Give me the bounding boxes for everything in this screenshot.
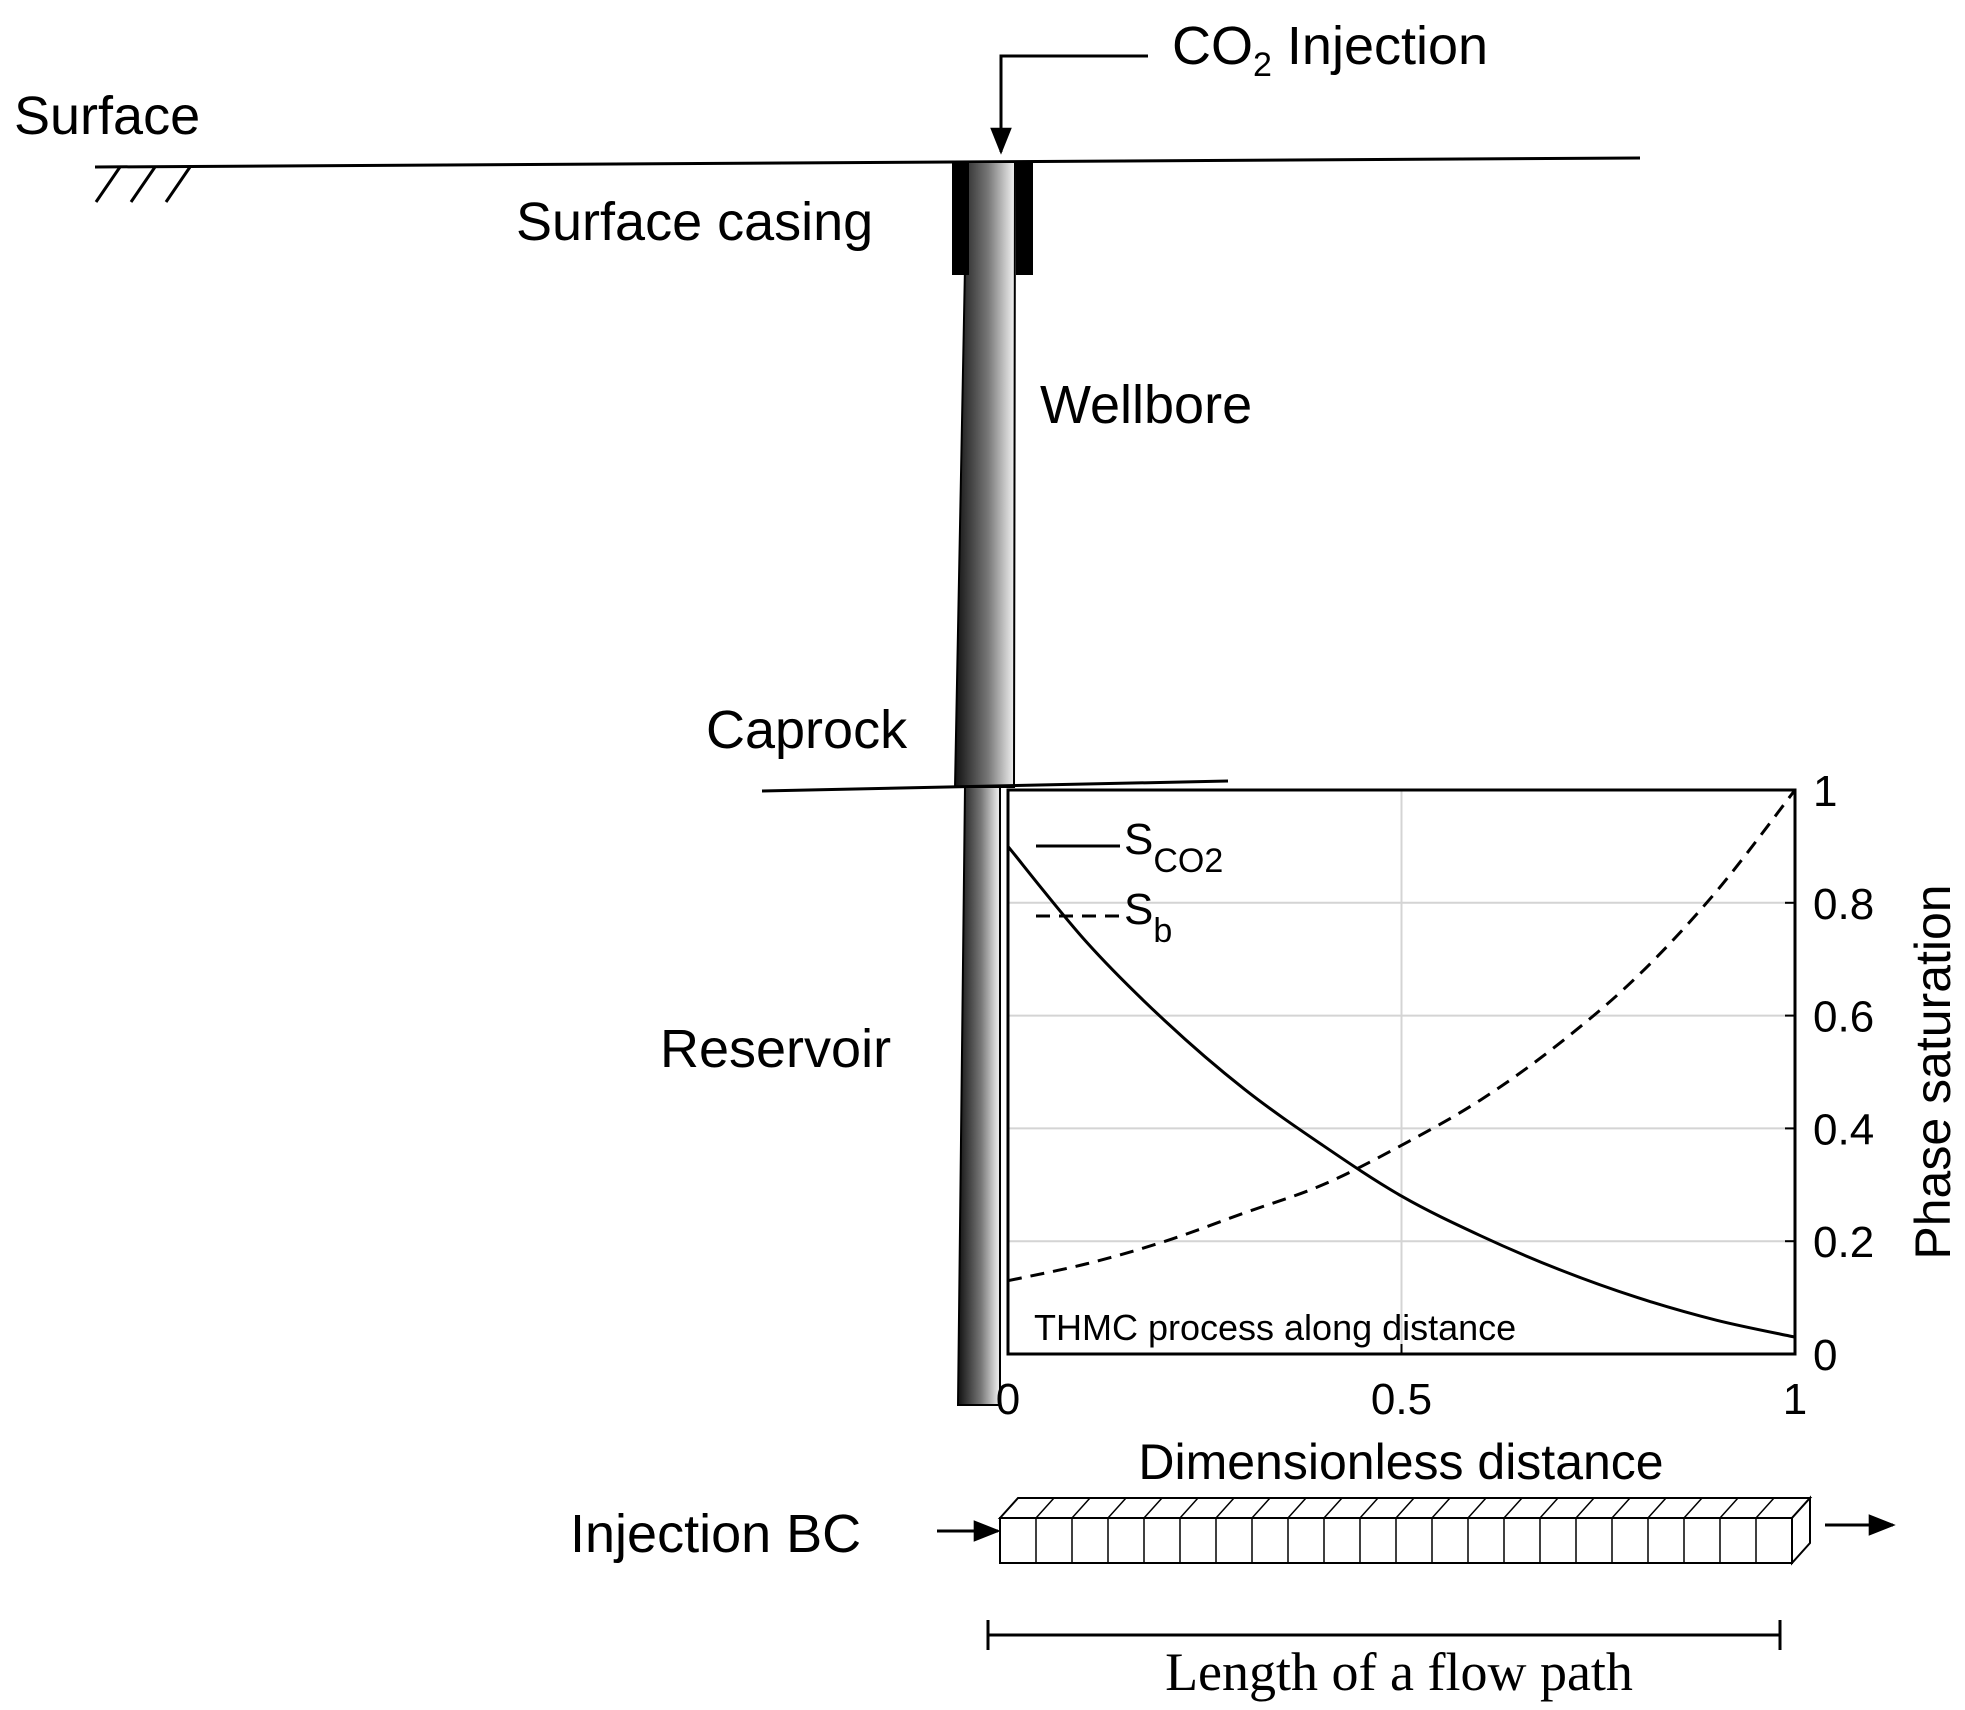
series-layer bbox=[1006, 789, 1797, 1339]
cell-divider-top bbox=[1179, 1497, 1199, 1519]
cell-divider-top bbox=[1359, 1497, 1379, 1519]
co2-rest: Injection bbox=[1272, 16, 1488, 76]
reservoir-label: Reservoir bbox=[660, 1019, 891, 1079]
flow-path-label: Length of a flow path bbox=[1165, 1642, 1633, 1702]
surface-casing-right bbox=[1016, 162, 1033, 275]
cell-divider-top bbox=[1539, 1497, 1559, 1519]
tick-marks bbox=[1007, 789, 1796, 1355]
ground-hatch-icon bbox=[94, 166, 192, 203]
surface-casing-label: Surface casing bbox=[516, 192, 873, 252]
cell-divider-top bbox=[1035, 1497, 1055, 1519]
y-tick-label: 0.4 bbox=[1813, 1105, 1874, 1154]
caprock-label: Caprock bbox=[706, 700, 908, 760]
co2-injection-label: CO2 Injection bbox=[1172, 16, 1488, 84]
legend-label-sb: Sb bbox=[1124, 885, 1172, 950]
y-tick-label: 0.2 bbox=[1813, 1218, 1874, 1267]
co2-main: CO bbox=[1172, 16, 1253, 76]
cell-divider-top bbox=[1071, 1497, 1091, 1519]
cell-divider-top bbox=[1611, 1497, 1631, 1519]
flow-path-grid bbox=[997, 1495, 1813, 1566]
x-tick-label: 0.5 bbox=[1371, 1375, 1432, 1424]
cell-divider-top bbox=[1395, 1497, 1415, 1519]
chart-annotation: THMC process along distance bbox=[1034, 1307, 1516, 1348]
surface-casing-left bbox=[952, 162, 969, 275]
cell-divider-top bbox=[1323, 1497, 1343, 1519]
surface-line bbox=[94, 156, 1641, 169]
y-tick-label: 0.6 bbox=[1813, 993, 1874, 1042]
y-tick-label: 0 bbox=[1813, 1331, 1837, 1380]
injection-bc-label: Injection BC bbox=[570, 1504, 861, 1564]
legend: SCO2 Sb bbox=[1036, 815, 1223, 950]
cell-divider-top bbox=[1647, 1497, 1667, 1519]
cell-divider-top bbox=[1431, 1497, 1451, 1519]
cell-divider-top bbox=[1719, 1497, 1739, 1519]
series-line-1 bbox=[1007, 789, 1797, 1283]
cell-divider-top bbox=[1251, 1497, 1271, 1519]
y-tick-label: 1 bbox=[1813, 767, 1837, 816]
surface-label: Surface bbox=[14, 86, 200, 146]
series-line-0 bbox=[1006, 845, 1796, 1339]
wellbore-lower bbox=[956, 786, 1001, 1406]
cell-divider-top bbox=[1215, 1497, 1235, 1519]
cell-divider-top bbox=[1467, 1497, 1487, 1519]
x-axis-label: Dimensionless distance bbox=[1138, 1434, 1663, 1490]
x-tick-label: 1 bbox=[1783, 1375, 1807, 1424]
cell-divider-top bbox=[1143, 1497, 1163, 1519]
cell-divider-top bbox=[1683, 1497, 1703, 1519]
wellbore-label: Wellbore bbox=[1040, 375, 1252, 435]
legend-label-sco2: SCO2 bbox=[1124, 815, 1223, 880]
cell-divider-top bbox=[1503, 1497, 1523, 1519]
cell-divider-top bbox=[1575, 1497, 1595, 1519]
flow-length-bar bbox=[986, 1620, 1782, 1650]
cell-divider-top bbox=[1287, 1497, 1307, 1519]
x-tick-label: 0 bbox=[996, 1375, 1020, 1424]
co2-sub: 2 bbox=[1253, 46, 1272, 84]
y-axis-label: Phase saturation bbox=[1905, 884, 1961, 1259]
y-tick-labels: 0 0.2 0.4 0.6 0.8 1 bbox=[1813, 767, 1874, 1380]
y-tick-label: 0.8 bbox=[1813, 880, 1874, 929]
cell-divider-top bbox=[1755, 1497, 1775, 1519]
cell-divider-top bbox=[1107, 1497, 1127, 1519]
injection-arrow bbox=[990, 54, 1148, 155]
